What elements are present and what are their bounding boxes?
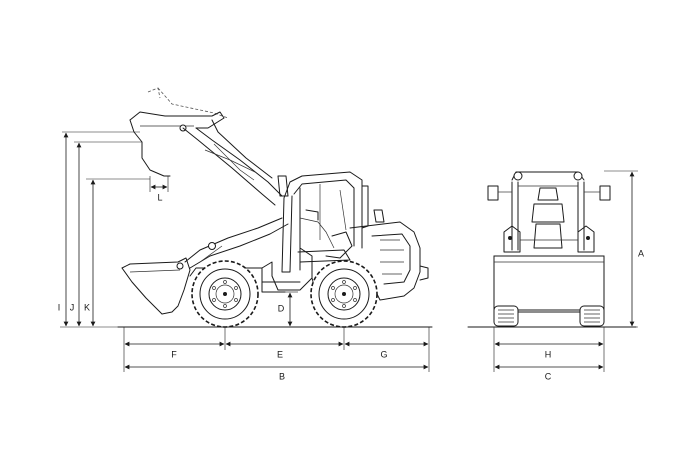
lowered-bucket <box>121 257 191 315</box>
dimension-label-l: L <box>157 192 162 202</box>
dimension-label-a: A <box>638 248 644 258</box>
lift-arm-raised <box>182 119 283 206</box>
lift-arm-lowered <box>184 217 289 269</box>
front-body <box>493 255 605 311</box>
dimension-label-e: E <box>277 349 283 359</box>
front-view <box>467 171 637 328</box>
dimension-label-b: B <box>279 371 285 381</box>
front-cabin <box>511 171 585 251</box>
front-lift-arms <box>503 225 595 253</box>
side-view <box>117 87 433 328</box>
front-wheels <box>493 305 605 327</box>
engine-hood <box>349 221 429 301</box>
dimension-label-g: G <box>380 349 387 359</box>
side-dimensions: I J K L D F E G B <box>58 131 430 381</box>
dimension-label-f: F <box>171 349 177 359</box>
rear-wheel <box>310 260 378 328</box>
dimension-label-c: C <box>545 371 552 381</box>
raised-bucket <box>129 111 225 177</box>
front-wheel <box>191 260 259 328</box>
dimension-label-i: I <box>58 302 61 312</box>
dimension-label-j: J <box>70 302 75 312</box>
dimension-label-d: D <box>278 303 285 313</box>
dimension-label-k: K <box>84 302 90 312</box>
front-dimensions: A H C <box>493 170 644 381</box>
operator-cabin <box>277 171 385 273</box>
raised-bucket-outline <box>147 87 229 119</box>
front-mirrors <box>487 185 611 201</box>
dimension-label-h: H <box>545 349 552 359</box>
